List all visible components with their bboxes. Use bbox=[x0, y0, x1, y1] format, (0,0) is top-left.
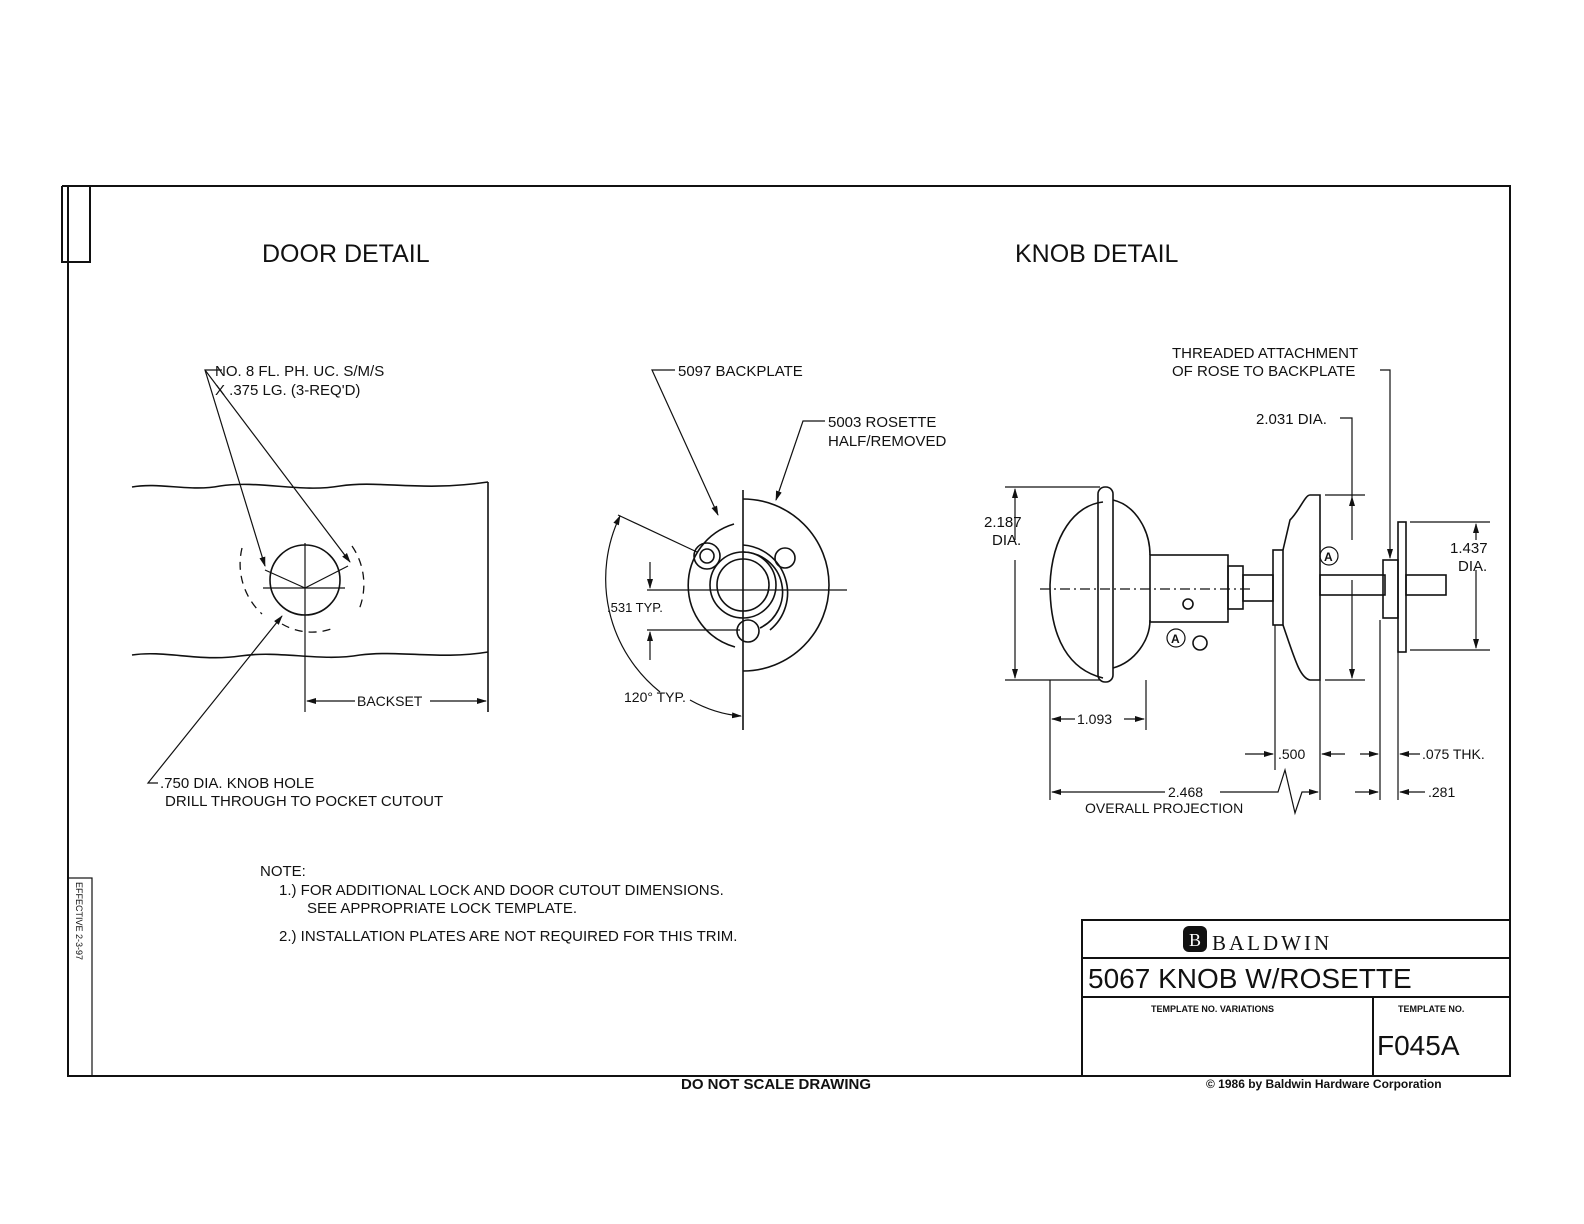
copyright: © 1986 by Baldwin Hardware Corporation bbox=[1206, 1077, 1442, 1091]
knob-side-drawing bbox=[1040, 486, 1447, 683]
door-detail-title: DOOR DETAIL bbox=[262, 240, 430, 268]
knob-detail-title: KNOB DETAIL bbox=[1015, 240, 1179, 268]
notes-heading: NOTE: bbox=[260, 863, 306, 880]
screw-callout-line2: X .375 LG. (3-REQ'D) bbox=[215, 382, 360, 399]
knob-dia-unit: DIA. bbox=[992, 532, 1021, 549]
note-2: 2.) INSTALLATION PLATES ARE NOT REQUIRED… bbox=[279, 928, 737, 945]
rosette-leader bbox=[775, 420, 825, 501]
knob-length-label: 1.093 bbox=[1077, 711, 1112, 727]
knob-dimensions bbox=[1005, 369, 1490, 816]
rosette-drawing bbox=[617, 490, 847, 730]
screw-callout-line1: NO. 8 FL. PH. UC. S/M/S bbox=[215, 363, 384, 380]
effective-date: EFFECTIVE 2-3-97 bbox=[74, 882, 84, 960]
marker-a-rose-text: A bbox=[1324, 550, 1333, 564]
hole-callout-line2: DRILL THROUGH TO POCKET CUTOUT bbox=[165, 793, 443, 810]
spacing-label: .531 TYP. bbox=[607, 600, 663, 615]
gap-label: .281 bbox=[1428, 784, 1455, 800]
template-no-label: TEMPLATE NO. bbox=[1398, 1004, 1464, 1014]
backset-label: BACKSET bbox=[357, 693, 423, 709]
note-1-line2: SEE APPROPRIATE LOCK TEMPLATE. bbox=[307, 900, 577, 917]
marker-a-setscrew-text: A bbox=[1171, 632, 1180, 646]
door-section-drawing bbox=[131, 481, 489, 712]
rosette-label-line1: 5003 ROSETTE bbox=[828, 414, 936, 431]
template-no: F045A bbox=[1377, 1030, 1460, 1061]
angle-label: 120° TYP. bbox=[624, 689, 686, 705]
backplate-label: 5097 BACKPLATE bbox=[678, 363, 803, 380]
note-1-line1: 1.) FOR ADDITIONAL LOCK AND DOOR CUTOUT … bbox=[279, 882, 724, 899]
rose-dia-label: 2.031 DIA. bbox=[1256, 411, 1327, 428]
threaded-callout-line1: THREADED ATTACHMENT bbox=[1172, 345, 1358, 362]
screw-leaders bbox=[204, 369, 351, 567]
knob-dia-value: 2.187 bbox=[984, 514, 1022, 531]
marker-a-rose: A bbox=[1319, 546, 1339, 566]
do-not-scale-note: DO NOT SCALE DRAWING bbox=[681, 1076, 871, 1093]
spacing-dimension bbox=[605, 515, 742, 719]
overall-label: OVERALL PROJECTION bbox=[1085, 800, 1243, 816]
marker-a-setscrew: A bbox=[1166, 628, 1186, 648]
backplate-leader bbox=[651, 369, 719, 516]
brand-name: BALDWIN bbox=[1212, 931, 1332, 955]
backplate-dia-value: 1.437 bbox=[1450, 540, 1488, 557]
thickness-label: .075 THK. bbox=[1422, 746, 1485, 762]
baldwin-logo-initial: B bbox=[1189, 930, 1201, 950]
variations-label: TEMPLATE NO. VARIATIONS bbox=[1151, 1004, 1274, 1014]
rosette-label-line2: HALF/REMOVED bbox=[828, 433, 947, 450]
overall-value: 2.468 bbox=[1168, 784, 1203, 800]
baldwin-logo-badge bbox=[1183, 926, 1207, 952]
product-title: 5067 KNOB W/ROSETTE bbox=[1088, 963, 1412, 994]
rose-depth-label: .500 bbox=[1278, 746, 1305, 762]
title-block bbox=[1081, 919, 1511, 1077]
hole-callout-line1: .750 DIA. KNOB HOLE bbox=[160, 775, 314, 792]
hole-leader bbox=[146, 615, 283, 784]
backplate-dia-unit: DIA. bbox=[1458, 558, 1487, 575]
threaded-callout-line2: OF ROSE TO BACKPLATE bbox=[1172, 363, 1355, 380]
